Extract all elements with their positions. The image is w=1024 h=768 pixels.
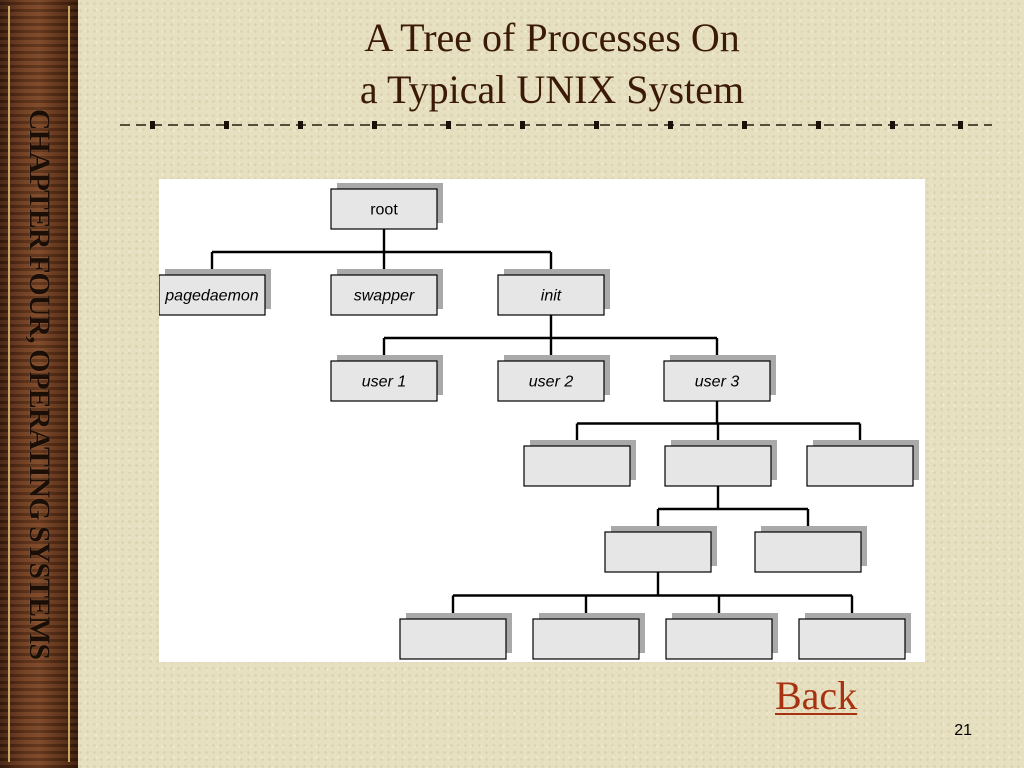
process-node-c2	[664, 440, 777, 487]
back-link[interactable]: Back	[775, 673, 858, 718]
node-label: init	[541, 288, 562, 305]
process-tree-diagram: root pagedaemon swapper init user 1 user 2 use…	[158, 179, 925, 662]
process-node-e4	[798, 613, 911, 660]
node-label: swapper	[354, 288, 415, 305]
node-box	[330, 188, 438, 230]
process-node-user2: user 2	[497, 355, 610, 402]
process-node-e1	[399, 613, 512, 660]
node-box	[158, 274, 266, 316]
node-box	[665, 618, 773, 660]
node-box	[663, 360, 771, 402]
node-box	[532, 618, 640, 660]
node-box	[754, 531, 862, 573]
process-node-swapper: swapper	[330, 269, 443, 316]
node-label: root	[370, 202, 398, 219]
node-label: user 2	[529, 374, 574, 391]
node-label: user 1	[362, 374, 406, 391]
process-node-root: root	[330, 183, 443, 230]
process-node-pagedaemon: pagedaemon	[158, 269, 271, 316]
process-node-user3: user 3	[663, 355, 776, 402]
node-box	[497, 360, 605, 402]
process-node-c3	[806, 440, 919, 487]
node-box	[523, 445, 631, 487]
process-node-user1: user 1	[330, 355, 443, 402]
process-node-d1	[604, 526, 717, 573]
node-box	[330, 360, 438, 402]
node-label: user 3	[695, 374, 740, 391]
process-node-d2	[754, 526, 867, 573]
title-divider	[120, 121, 992, 129]
slide-title-line-1: A Tree of Processes On	[364, 15, 740, 60]
node-box	[798, 618, 906, 660]
slide-title-line-2: a Typical UNIX System	[359, 67, 745, 112]
sidebar-banner: CHAPTER FOUR, OPERATING SYSTEMS	[0, 0, 78, 768]
node-box	[604, 531, 712, 573]
node-box	[330, 274, 438, 316]
page-number: 21	[954, 722, 972, 739]
process-node-e3	[665, 613, 778, 660]
process-node-e2	[532, 613, 645, 660]
process-node-c1	[523, 440, 636, 487]
nodes-layer: root pagedaemon swapper init user 1 user 2 use…	[158, 183, 919, 660]
edges-layer	[210, 229, 862, 619]
process-tree-svg: root pagedaemon swapper init user 1 user 2 use…	[158, 183, 919, 660]
node-box	[806, 445, 914, 487]
process-node-init: init	[497, 269, 610, 316]
slide-title: A Tree of Processes On a Typical UNIX Sy…	[80, 12, 1024, 116]
chapter-label: CHAPTER FOUR, OPERATING SYSTEMS	[23, 108, 56, 660]
node-box	[497, 274, 605, 316]
node-box	[664, 445, 772, 487]
node-box	[399, 618, 507, 660]
sidebar-border	[8, 6, 70, 762]
node-label: pagedaemon	[164, 288, 259, 305]
